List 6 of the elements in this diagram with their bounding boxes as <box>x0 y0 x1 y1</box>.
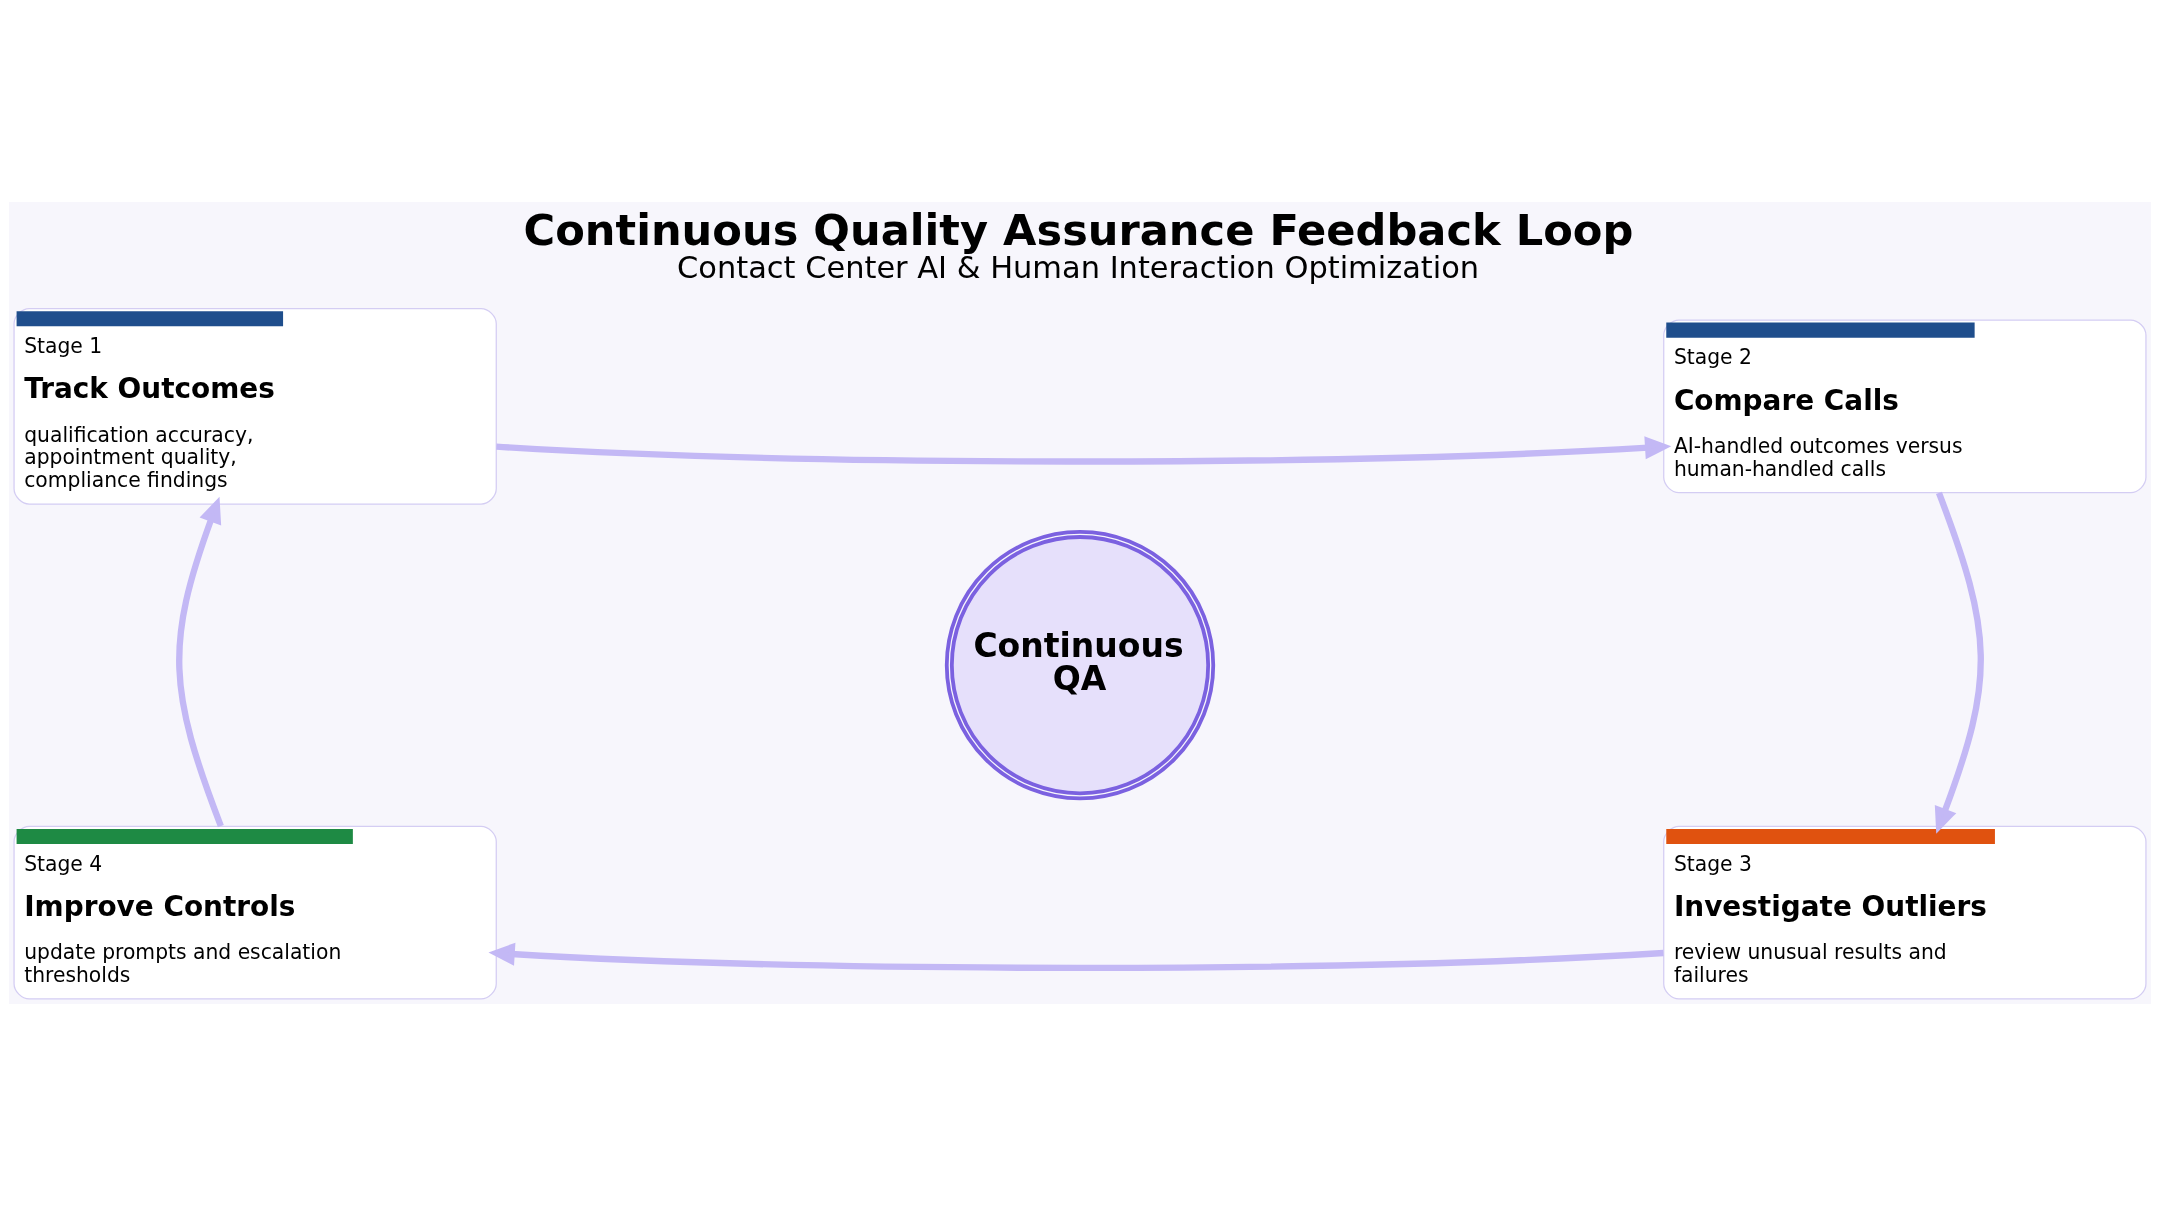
node-circle: Continuous QA <box>944 530 1216 801</box>
arrow <box>488 942 1664 971</box>
arrow <box>496 436 1672 465</box>
diagram-title: Continuous Quality Assurance Feedback Loop <box>523 205 1634 256</box>
arrow <box>176 496 224 828</box>
arrow <box>1934 491 1984 834</box>
